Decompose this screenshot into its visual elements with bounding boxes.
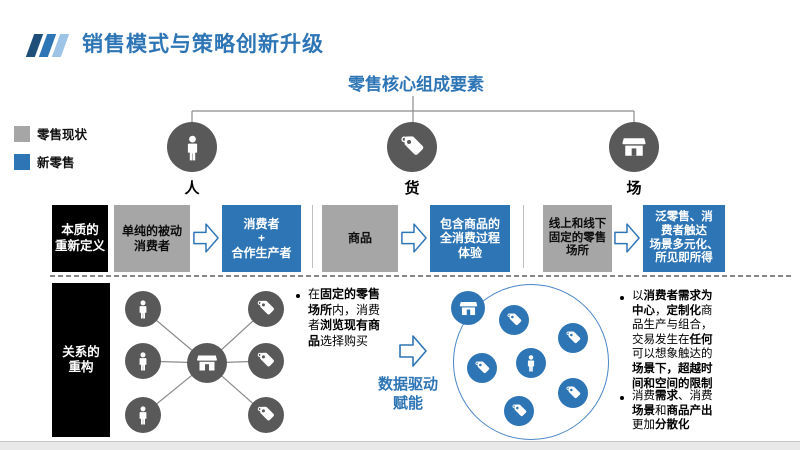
tag-icon [511, 403, 528, 420]
legend-item-current: 零售现状 [14, 124, 87, 143]
tag-icon [256, 299, 276, 319]
future-box-people: 消费者 + 合作生产者 [222, 205, 301, 272]
legend-swatch-gray [14, 125, 30, 142]
scene-tag-circle [504, 396, 534, 426]
network-tag-circle [248, 397, 284, 433]
note-new-retail-2: 消费需求、消费场景和商品产出更加分散化 [632, 390, 713, 432]
scene-tag-circle [467, 353, 497, 383]
column-divider [523, 205, 524, 268]
bullet-dot [620, 396, 624, 400]
tag-icon [565, 385, 582, 402]
tree-title: 零售核心组成要素 [348, 75, 484, 94]
person-icon [179, 134, 206, 161]
current-box-goods: 商品 [322, 205, 398, 272]
tag-icon [506, 312, 523, 329]
bullet-dot [296, 294, 300, 298]
pillar-label-people: 人 [184, 180, 200, 197]
scene-store-circle [451, 291, 485, 325]
current-box-people: 单纯的被动 消费者 [114, 205, 190, 272]
legend-item-new: 新零售 [14, 152, 87, 171]
row-label-restructure: 关系的 重构 [52, 283, 110, 437]
tag-icon [256, 405, 276, 425]
network-store-hub [187, 343, 227, 383]
pillar-circle-goods [387, 122, 437, 172]
tag-icon [565, 330, 582, 347]
scene-tag-circle [558, 378, 588, 408]
row-label-redefine: 本质的 重新定义 [52, 205, 108, 272]
current-box-place: 线上和线下 固定的零售 场所 [543, 205, 612, 272]
tag-icon [399, 134, 426, 161]
person-icon [133, 299, 153, 319]
pillar-label-goods: 货 [404, 180, 420, 197]
arrow-icon [193, 219, 219, 257]
legend-label: 新零售 [37, 156, 75, 170]
scene-tag-circle [558, 323, 588, 353]
title-slashes [25, 34, 70, 57]
arrow-icon [614, 219, 640, 257]
note-new-retail-1: 以消费者需求为中心，定制化商品生产与组合，交易发生在任何可以想象触达的场景下，超… [632, 290, 713, 390]
pillar-label-place: 场 [626, 180, 642, 197]
pillar-circle-place [609, 122, 659, 172]
page-title: 销售模式与策略创新升级 [82, 33, 324, 56]
network-person-circle [125, 291, 161, 327]
network-person-circle [125, 343, 161, 379]
data-drive-label: 数据驱动 赋能 [377, 376, 438, 412]
legend-label: 零售现状 [37, 128, 88, 142]
legend-swatch-blue [14, 153, 30, 170]
footer-bar [0, 441, 800, 450]
pillar-circle-people [167, 122, 217, 172]
arrow-icon [399, 331, 427, 371]
network-person-circle [125, 397, 161, 433]
column-divider [312, 205, 313, 268]
note-current-behavior: 在固定的零售场所内，消费者浏览现有商品选择购买 [308, 287, 381, 348]
network-tag-circle [248, 343, 284, 379]
future-box-goods: 包含商品的 全消费过程 体验 [430, 205, 510, 272]
future-box-place: 泛零售、消 费者触达 场景多元化、 所见即所得 [643, 205, 725, 272]
store-icon [458, 298, 479, 319]
person-icon [522, 354, 540, 372]
scene-person-circle [516, 348, 546, 378]
bullet-dot [620, 296, 624, 300]
store-icon [620, 133, 648, 161]
person-icon [133, 405, 153, 425]
store-icon [195, 351, 219, 375]
person-icon [133, 351, 153, 371]
tag-icon [256, 351, 276, 371]
arrow-icon [401, 219, 427, 257]
scene-tag-circle [499, 305, 529, 335]
network-tag-circle [248, 291, 284, 327]
tag-icon [474, 360, 491, 377]
legend: 零售现状 新零售 [14, 124, 87, 180]
